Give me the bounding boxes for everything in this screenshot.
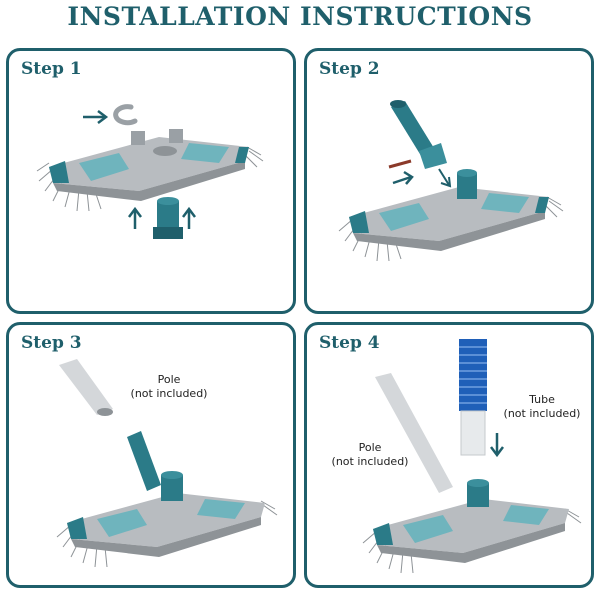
vacuum-head-icon (67, 493, 265, 557)
step-4-illustration (362, 339, 582, 574)
step-1-label: Step 1 (21, 59, 82, 79)
pole-note-subtitle: (not included) (130, 387, 208, 400)
pole-note: Pole (not included) (109, 373, 229, 401)
tube-note: Tube (not included) (487, 393, 591, 421)
step-2-label: Step 2 (319, 59, 380, 79)
page-title: INSTALLATION INSTRUCTIONS (67, 2, 533, 31)
swivel-connector-icon (153, 197, 183, 239)
pole-icon (375, 373, 453, 493)
step-3-illustration (56, 359, 278, 568)
step-3-label: Step 3 (21, 333, 82, 353)
pole-note-subtitle: (not included) (331, 455, 409, 468)
step-3-panel: Step 3 Pole (not included) (6, 322, 296, 588)
step-2-panel: Step 2 (304, 48, 594, 314)
hose-icon (459, 339, 487, 456)
up-arrow-icon (128, 206, 196, 229)
step-4-panel: Step 4 Pole (not included) Tube (not inc… (304, 322, 594, 588)
down-arrow-icon (438, 168, 452, 188)
c-clip-icon (113, 104, 138, 126)
pole-note: Pole (not included) (315, 441, 425, 469)
tube-note-title: Tube (529, 393, 555, 406)
step-2-illustration (338, 100, 564, 262)
tube-note-subtitle: (not included) (503, 407, 581, 420)
pin-icon (388, 159, 412, 169)
pole-note-title: Pole (358, 441, 382, 454)
right-arrow-icon (83, 110, 109, 124)
pole-note-title: Pole (157, 373, 181, 386)
swivel-connector-icon (467, 479, 489, 507)
pole-handle-icon (127, 431, 183, 501)
vacuum-head-icon (373, 499, 569, 563)
vacuum-head-icon (49, 129, 249, 201)
down-arrow-icon (490, 433, 504, 458)
pole-icon (59, 359, 113, 416)
step-1-panel: Step 1 (6, 48, 296, 314)
vacuum-head-icon (349, 187, 549, 251)
step-4-label: Step 4 (319, 333, 380, 353)
pole-handle-icon (390, 100, 447, 169)
right-arrow-icon (392, 170, 414, 185)
swivel-connector-icon (457, 169, 477, 199)
step-1-illustration (36, 104, 264, 239)
